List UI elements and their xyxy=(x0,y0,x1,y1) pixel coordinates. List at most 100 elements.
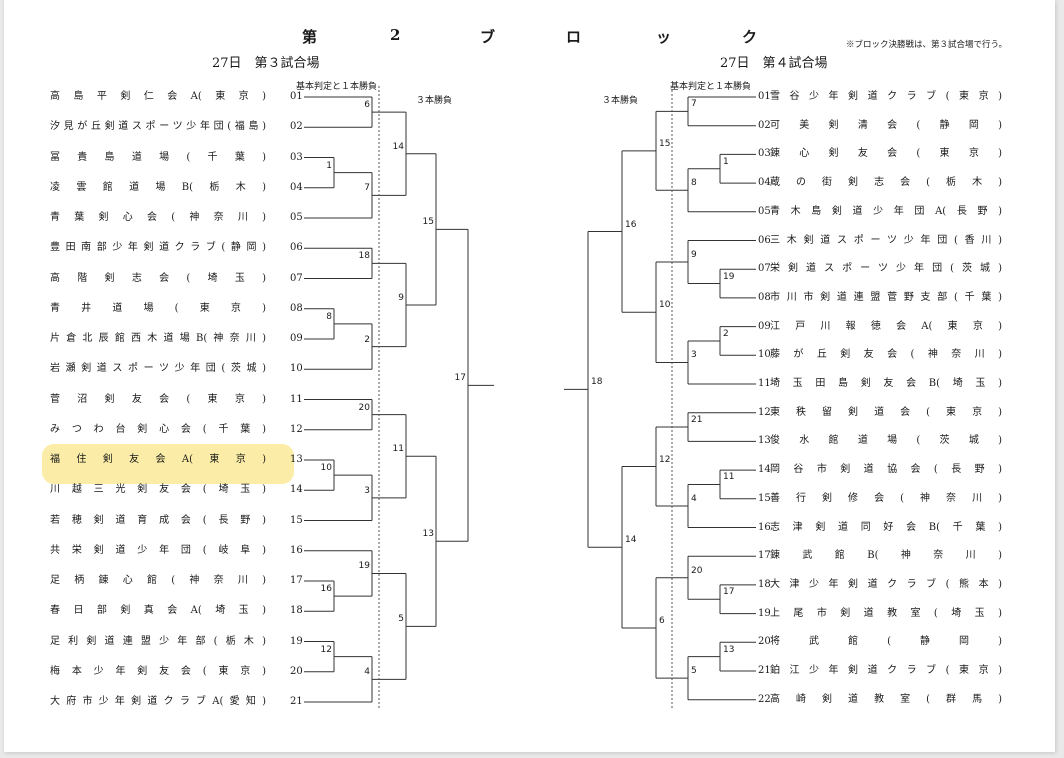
team-name: 蔵の街剣志会(栃木) xyxy=(770,177,1002,189)
team-name: 大津少年剣道クラブ(熊本) xyxy=(770,578,1002,590)
match-number: 5 xyxy=(691,666,697,677)
team-number: 21 xyxy=(758,665,771,676)
right-header-basic: 基本判定と１本勝負 xyxy=(670,82,752,92)
team-name: 福住剣友会A(東京) xyxy=(50,454,266,465)
team-name: 豊田南部少年剣道クラブ(静岡) xyxy=(50,242,266,254)
match-number: 6 xyxy=(364,100,370,111)
team-number: 16 xyxy=(758,521,771,533)
match-number: 20 xyxy=(691,565,703,576)
match-number: 6 xyxy=(659,615,665,626)
match-number: 13 xyxy=(422,529,434,540)
title-char: ブ xyxy=(480,28,496,46)
team-number: 09 xyxy=(290,333,303,344)
team-name: 汐見が丘剣道スポーツ少年団(福島) xyxy=(50,121,266,133)
title-char: 第 xyxy=(302,28,318,46)
team-name: 川越三光剣友会(埼玉) xyxy=(50,484,266,496)
match-number: 19 xyxy=(358,561,370,572)
team-name: 大府市少年剣道クラブA(愛知) xyxy=(50,696,266,707)
bracket-lines xyxy=(304,86,756,708)
right-venue-title: 27日 第４試合場 xyxy=(720,56,828,71)
match-number: 15 xyxy=(659,138,671,149)
team-number: 17 xyxy=(290,575,303,586)
team-number: 05 xyxy=(290,212,303,223)
team-name: 青井道場(東京) xyxy=(50,302,266,314)
team-number: 16 xyxy=(290,544,303,556)
title-char: ロ xyxy=(566,28,582,46)
team-name: 梅本少年剣友会(東京) xyxy=(50,665,266,677)
team-name: 高階剣志会(埼玉) xyxy=(50,272,266,284)
team-name: 岩瀬剣道スポーツ少年団(茨城) xyxy=(50,363,266,375)
match-number: 17 xyxy=(723,587,735,598)
team-name: 鉑江少年剣道クラブ(東京) xyxy=(770,665,1002,676)
title-char: 2 xyxy=(390,26,401,44)
team-name: 青木島剣道少年団A(長野) xyxy=(770,205,1002,217)
team-number: 02 xyxy=(290,121,303,133)
team-name: 上尾市剣道教室(埼玉) xyxy=(770,607,1002,619)
right-header-three: ３本勝負 xyxy=(602,96,639,106)
team-name: 高崎剣道教室(群馬) xyxy=(770,693,1002,705)
team-number: 20 xyxy=(290,665,303,677)
team-number: 14 xyxy=(758,464,771,476)
bracket-sheet: 第 2 ブ ロ ッ ク ※ブロック決勝戦は、第３試合場で行う。 27日 第３試合… xyxy=(4,0,1055,752)
team-name: 栄剣道スポーツ少年団(茨城) xyxy=(770,263,1002,275)
match-number: 12 xyxy=(659,454,671,465)
team-number: 13 xyxy=(758,435,771,447)
team-number: 08 xyxy=(758,291,771,303)
match-number: 14 xyxy=(392,141,404,152)
team-name: 市川市剣道連盟菅野支部(千葉) xyxy=(770,291,1002,303)
match-number: 19 xyxy=(723,271,735,282)
match-number: 16 xyxy=(320,584,332,595)
team-number: 12 xyxy=(758,406,771,418)
team-number: 22 xyxy=(758,693,771,705)
team-number: 18 xyxy=(290,605,303,617)
team-number: 12 xyxy=(290,423,303,435)
match-number: 3 xyxy=(691,350,697,361)
team-name: 可美剣清会(静岡) xyxy=(770,119,1002,131)
match-number: 18 xyxy=(358,251,370,262)
team-name: みつわ台剣心会(千葉) xyxy=(50,423,266,435)
team-name: 藤が丘剣友会(神奈川) xyxy=(770,349,1002,361)
team-number: 11 xyxy=(290,393,303,405)
team-number: 06 xyxy=(290,242,303,254)
team-number: 03 xyxy=(290,151,303,163)
team-number: 14 xyxy=(290,484,303,496)
match-number: 12 xyxy=(320,644,332,655)
match-number: 3 xyxy=(364,485,370,496)
team-name: 志津剣道同好会B(千葉) xyxy=(770,521,1002,533)
match-number: 11 xyxy=(392,444,404,455)
team-name: 江戸川報徳会A(東京) xyxy=(770,320,1002,332)
team-name: 青葉剣心会(神奈川) xyxy=(50,212,266,223)
team-name: 春日部剣真会A(埼玉) xyxy=(50,605,266,617)
team-number: 21 xyxy=(290,696,303,707)
team-name: 三木剣道スポーツ少年団(香川) xyxy=(770,234,1002,246)
match-number: 10 xyxy=(320,463,332,474)
match-number: 8 xyxy=(326,311,332,322)
team-name: 片倉北辰館西木道場B(神奈川) xyxy=(50,333,266,344)
match-number: 13 xyxy=(723,644,735,655)
team-number: 10 xyxy=(290,363,303,375)
left-venue-title: 27日 第３試合場 xyxy=(212,56,320,71)
team-name: 埼玉田島剣友会B(埼玉) xyxy=(770,378,1002,389)
left-header-three: ３本勝負 xyxy=(416,96,453,106)
team-name: 凌雲館道場B(栃木) xyxy=(50,181,266,193)
team-name: 菅沼剣友会(東京) xyxy=(50,393,266,405)
team-number: 02 xyxy=(758,119,771,131)
match-number: 10 xyxy=(659,300,671,311)
match-number: 7 xyxy=(364,183,370,194)
team-number: 10 xyxy=(758,349,771,361)
team-name: 足柄錬心館(神奈川) xyxy=(50,575,266,586)
match-number: 2 xyxy=(364,334,370,345)
team-number: 15 xyxy=(290,514,303,526)
team-number: 18 xyxy=(758,578,771,590)
match-number: 7 xyxy=(691,99,697,110)
match-number: 9 xyxy=(398,292,404,303)
team-number: 11 xyxy=(758,378,771,389)
team-number: 01 xyxy=(758,91,771,102)
team-name: 俊水館道場(茨城) xyxy=(770,435,1002,447)
match-number: 1 xyxy=(723,156,729,167)
team-number: 01 xyxy=(290,91,303,102)
match-number: 21 xyxy=(691,415,703,426)
team-name: 東秩留剣道会(東京) xyxy=(770,406,1002,418)
match-number: 20 xyxy=(358,402,370,413)
team-name: 高島平剣仁会A(東京) xyxy=(50,91,266,102)
